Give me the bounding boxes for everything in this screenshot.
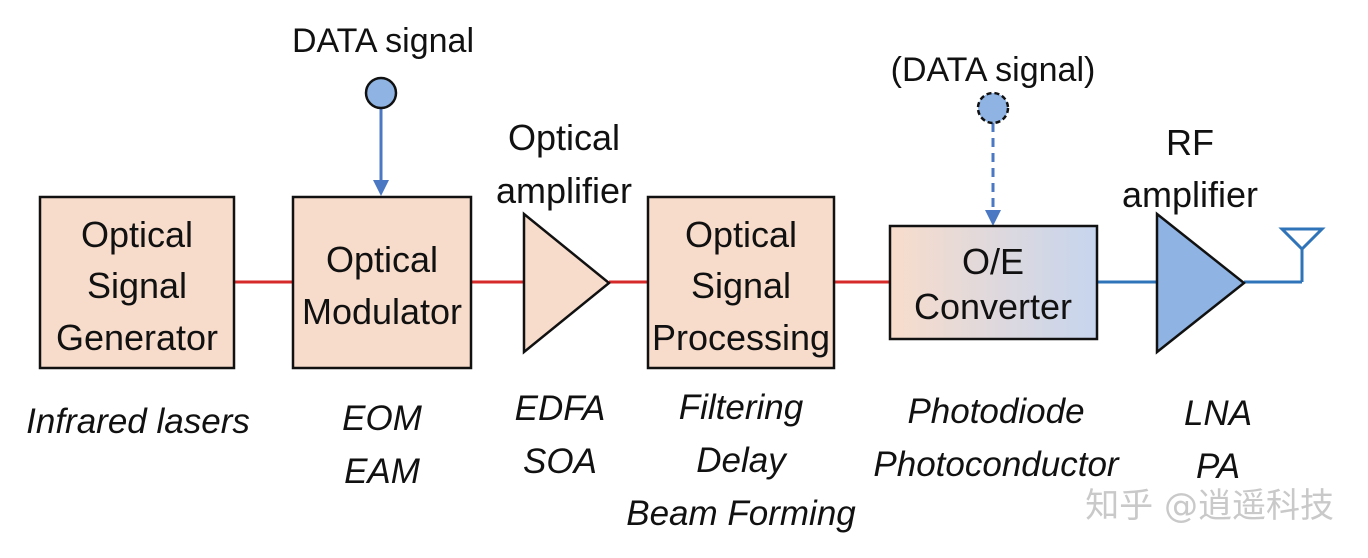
data-signal-arrowhead <box>373 180 389 196</box>
rf-amplifier-title-2: amplifier <box>1122 174 1258 215</box>
optical-signal-generator-block <box>38 195 236 370</box>
rf-amplifier-triangle <box>1155 211 1247 355</box>
optical-amplifier-example-1: EDFA <box>515 389 606 428</box>
data-signal-optional-node <box>976 91 1010 125</box>
watermark: 知乎 @逍遥科技 <box>1085 486 1334 526</box>
modulator-line-1: Optical <box>326 239 438 280</box>
optical-amplifier-example-2: SOA <box>523 442 597 481</box>
modulator-example-1: EOM <box>342 399 423 438</box>
processing-line-2: Signal <box>691 265 791 306</box>
processing-example-1: Filtering <box>679 388 804 427</box>
data-signal-optional-label: (DATA signal) <box>891 51 1096 89</box>
optical-amplifier-triangle <box>522 211 611 355</box>
rf-amplifier-example-2: PA <box>1196 447 1240 486</box>
data-signal-label: DATA signal <box>292 22 474 60</box>
oe-converter-line-1: O/E <box>962 241 1024 282</box>
modulator-line-2: Modulator <box>302 291 462 332</box>
processing-example-3: Beam Forming <box>626 494 856 533</box>
processing-line-3: Processing <box>652 317 830 358</box>
oe-converter-block <box>888 224 1099 341</box>
processing-line-1: Optical <box>685 214 797 255</box>
optical-amplifier-title-1: Optical <box>508 117 620 158</box>
optical-modulator-block <box>291 195 473 370</box>
modulator-example-2: EAM <box>344 452 421 491</box>
oe-converter-example-1: Photodiode <box>907 392 1084 431</box>
data-signal-node <box>364 76 398 110</box>
processing-example-2: Delay <box>696 441 788 480</box>
rf-amplifier-example-1: LNA <box>1184 394 1252 433</box>
oe-converter-example-2: Photoconductor <box>873 445 1120 484</box>
data-signal-optional-arrowhead <box>985 210 1001 226</box>
generator-line-3: Generator <box>56 317 218 358</box>
antenna-icon <box>1278 227 1326 282</box>
generator-line-1: Optical <box>81 214 193 255</box>
generator-example-1: Infrared lasers <box>26 402 250 441</box>
oe-converter-line-2: Converter <box>914 286 1072 327</box>
rf-amplifier-title-1: RF <box>1166 122 1214 163</box>
optical-amplifier-title-2: amplifier <box>496 170 632 211</box>
optical-signal-processing-block <box>646 195 836 370</box>
generator-line-2: Signal <box>87 265 187 306</box>
